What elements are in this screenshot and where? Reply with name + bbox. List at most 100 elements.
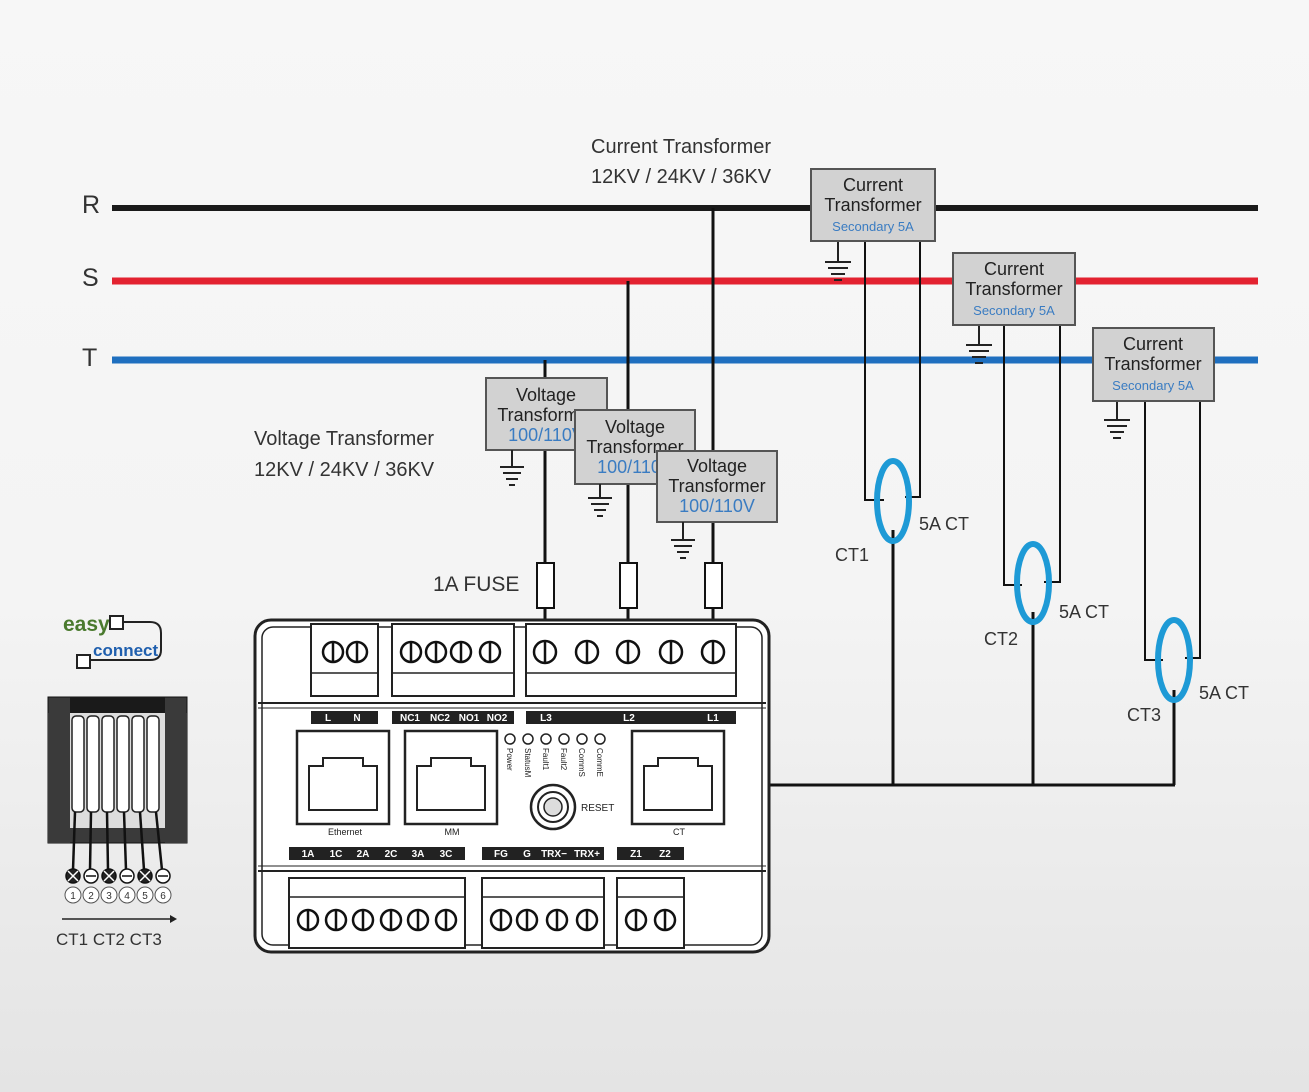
label-trx-minus: TRX− xyxy=(541,849,567,860)
ct-box-1-line3: Secondary 5A xyxy=(832,219,914,234)
ct-clamps xyxy=(874,458,1193,703)
pin-number-1: 1 xyxy=(70,891,76,902)
rj45-icon xyxy=(308,757,378,811)
pin-number-4: 4 xyxy=(124,891,130,902)
reset-button[interactable]: RESET xyxy=(529,783,614,831)
ct-box-1-line1: Current xyxy=(843,175,903,195)
meter-device: L N NC1 NC2 NO1 NO2 L3 L2 L1 Ethernet MM… xyxy=(253,618,771,954)
pin-number-3: 3 xyxy=(106,891,112,902)
fuse-1 xyxy=(536,562,555,609)
ct-box-3: Current Transformer Secondary 5A xyxy=(1092,327,1215,402)
label-nc2: NC2 xyxy=(430,713,450,724)
pin-number-5: 5 xyxy=(142,891,148,902)
led-label-comms: CommS xyxy=(577,748,586,777)
ct-clamp-2 xyxy=(1014,541,1052,625)
ct-ground-icons xyxy=(825,241,1130,439)
label-3a: 3A xyxy=(412,849,425,860)
status-leds: Power StatusM Fault1 Fault2 CommS CommE xyxy=(504,733,606,778)
label-n: N xyxy=(353,713,360,724)
phase-busbars: R S T xyxy=(82,191,1258,372)
label-1a: 1A xyxy=(302,849,315,860)
vt-ground-icons xyxy=(500,450,695,559)
led-label-comme: CommE xyxy=(595,748,604,777)
vt-box-3: Voltage Transformer 100/110V xyxy=(656,450,778,523)
label-2c: 2C xyxy=(385,849,398,860)
led-label-status: StatusM xyxy=(523,748,532,778)
label-l2: L2 xyxy=(623,713,635,724)
ct-clamp-3 xyxy=(1155,617,1193,703)
vt-box-2-line1: Voltage xyxy=(605,417,665,437)
port-label-ct: CT xyxy=(673,827,685,837)
pin-number-6: 6 xyxy=(160,891,166,902)
ground-icon xyxy=(671,522,695,559)
ct-box-3-line2: Transformer xyxy=(1104,354,1201,374)
vt-box-1-line1: Voltage xyxy=(516,385,576,405)
ct-port[interactable]: CT xyxy=(630,729,726,837)
ct-box-2-line2: Transformer xyxy=(965,279,1062,299)
vt-box-1-line3: 100/110V xyxy=(508,425,584,445)
vt-header-rating: 12KV / 24KV / 36KV xyxy=(254,459,435,481)
label-3c: 3C xyxy=(440,849,453,860)
ground-icon xyxy=(500,450,524,486)
label-fg: FG xyxy=(494,849,508,860)
easy-connect-logo: easy connect xyxy=(63,613,162,669)
rj45-icon xyxy=(416,757,486,811)
vt-box-3-line3: 100/110V xyxy=(679,496,755,516)
wire-end-icons xyxy=(65,868,171,884)
label-l1: L1 xyxy=(707,713,719,724)
vt-header-title: Voltage Transformer xyxy=(254,428,434,450)
ct-clamp-1 xyxy=(874,458,912,544)
fuse-2 xyxy=(619,562,638,609)
led-label-fault1: Fault1 xyxy=(541,748,550,771)
led-status-icon xyxy=(522,733,534,745)
ground-icon xyxy=(1104,401,1130,439)
ct-clamp-3-name: CT3 xyxy=(1127,705,1161,725)
led-label-power: Power xyxy=(505,748,514,771)
label-l3: L3 xyxy=(540,713,552,724)
label-no2: NO2 xyxy=(487,713,508,724)
ct-box-3-line3: Secondary 5A xyxy=(1112,378,1194,393)
vt-box-3-line2: Transformer xyxy=(668,476,765,496)
ct-clamp-3-rating: 5A CT xyxy=(1199,683,1249,703)
rj45-icon xyxy=(643,757,713,811)
label-1c: 1C xyxy=(330,849,343,860)
ct-box-2-line1: Current xyxy=(984,259,1044,279)
led-comms-icon xyxy=(576,733,588,745)
connector-pins xyxy=(71,715,160,813)
mm-port[interactable]: MM xyxy=(403,729,499,837)
connector-ct-labels: CT1 CT2 CT3 xyxy=(56,930,162,949)
ct-box-3-line1: Current xyxy=(1123,334,1183,354)
ct-box-1: Current Transformer Secondary 5A xyxy=(810,168,936,242)
ct-box-2: Current Transformer Secondary 5A xyxy=(952,252,1076,326)
port-label-ethernet: Ethernet xyxy=(328,827,363,837)
ct-header-title: Current Transformer xyxy=(591,136,771,158)
label-no1: NO1 xyxy=(459,713,480,724)
label-trx-plus: TRX+ xyxy=(574,849,600,860)
ground-icon xyxy=(588,484,612,517)
label-z1: Z1 xyxy=(630,849,642,860)
reset-label: RESET xyxy=(581,803,614,814)
label-g: G xyxy=(523,849,531,860)
ct-clamp-1-name: CT1 xyxy=(835,545,869,565)
label-2a: 2A xyxy=(357,849,370,860)
pin-number-2: 2 xyxy=(88,891,94,902)
led-fault1-icon xyxy=(540,733,552,745)
rj-connector-pinout: 1 2 3 4 5 6 CT1 CT2 CT3 xyxy=(47,696,188,949)
vt-box-2-line3: 100/110V xyxy=(597,457,673,477)
ct-box-1-line2: Transformer xyxy=(824,195,921,215)
led-fault2-icon xyxy=(558,733,570,745)
ct-clamp-1-rating: 5A CT xyxy=(919,514,969,534)
bottom-terminal-blocks xyxy=(288,877,685,949)
easy-connect-logo-easy: easy xyxy=(63,613,110,636)
led-comme-icon xyxy=(594,733,606,745)
ground-icon xyxy=(966,325,992,364)
fuse-label: 1A FUSE xyxy=(433,573,519,596)
easy-connect-logo-connect: connect xyxy=(93,641,159,660)
phase-label-s: S xyxy=(82,264,99,292)
phase-label-t: T xyxy=(82,344,97,372)
ground-icon xyxy=(825,241,851,281)
pin-leads xyxy=(71,811,164,871)
vt-box-1: Voltage Transformer 100/110V xyxy=(485,377,608,451)
ethernet-port[interactable]: Ethernet xyxy=(295,729,391,837)
led-label-fault2: Fault2 xyxy=(559,748,568,771)
